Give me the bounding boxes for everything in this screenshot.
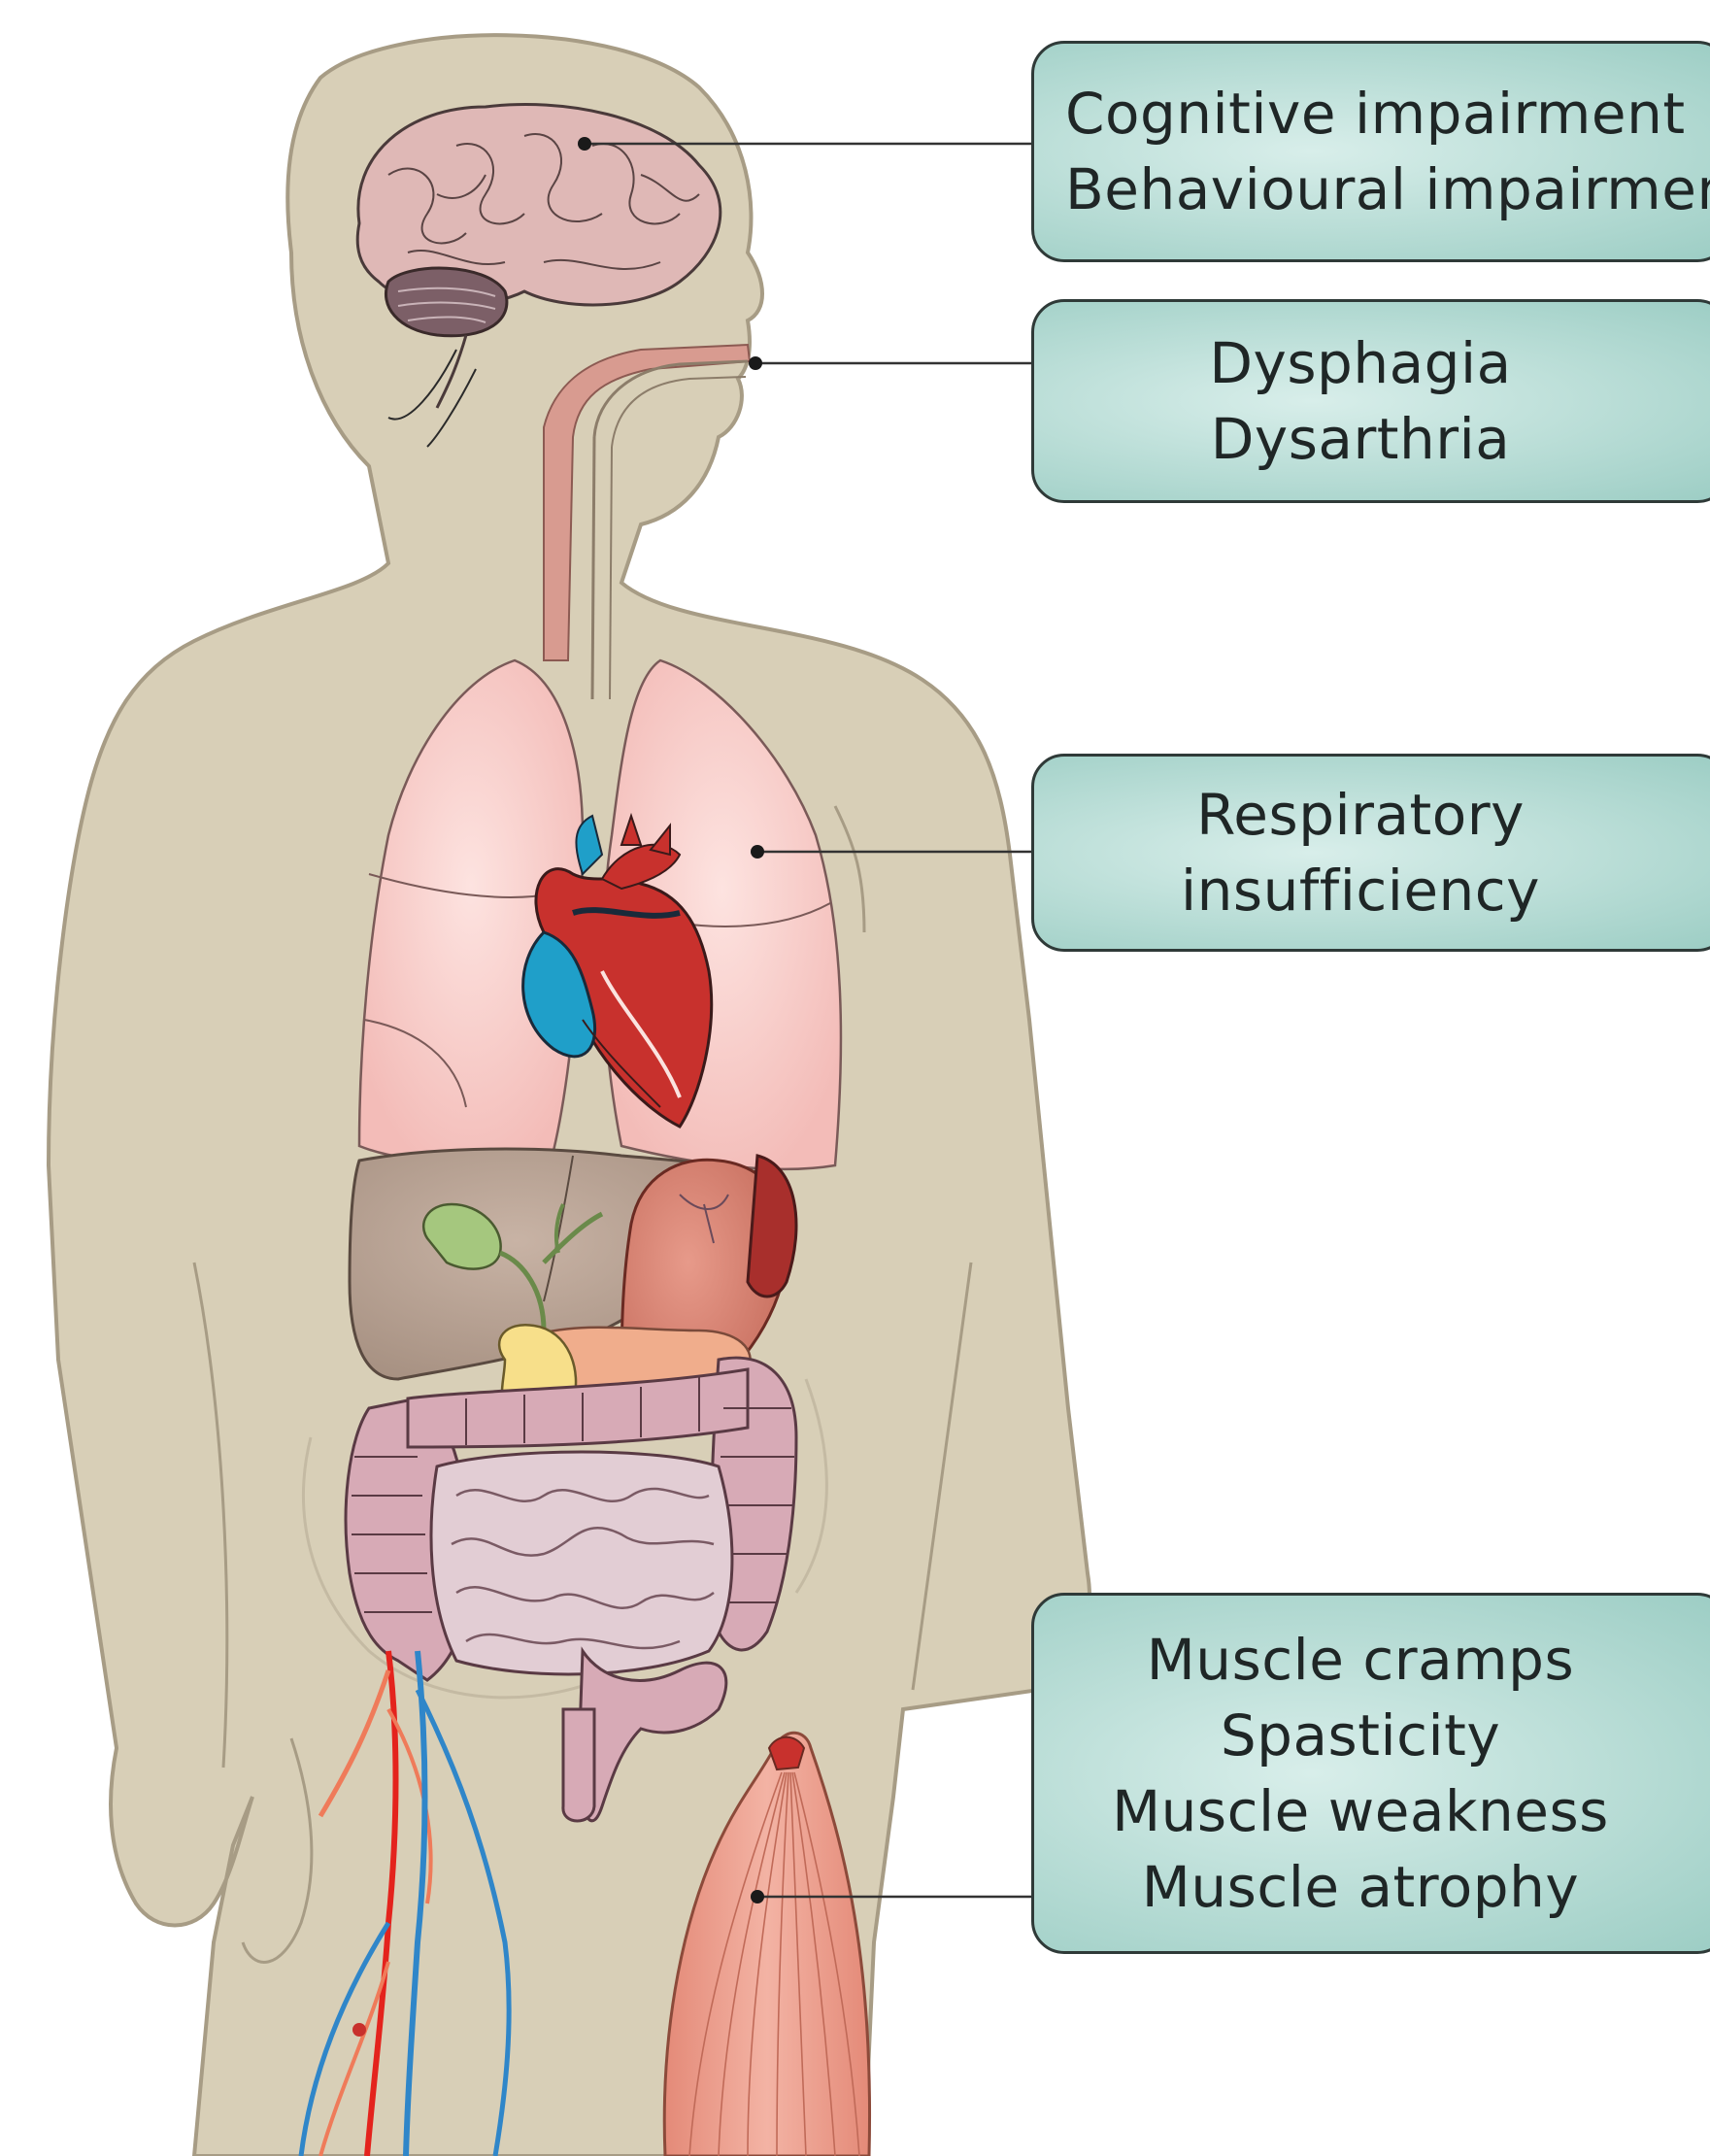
label-muscle-cramps: Muscle cramps <box>1044 1622 1677 1698</box>
muscle-symptoms-box: Muscle cramps Spasticity Muscle weakness… <box>1031 1593 1710 1954</box>
label-dysarthria: Dysarthria <box>1044 401 1677 477</box>
label-muscle-weakness: Muscle weakness <box>1044 1773 1677 1849</box>
cognitive-symptoms-box: Cognitive impairment Behavioural impairm… <box>1031 41 1710 262</box>
label-respiratory: Respiratory <box>1044 777 1677 853</box>
label-muscle-atrophy: Muscle atrophy <box>1044 1849 1677 1925</box>
label-insufficiency: insufficiency <box>1044 853 1677 928</box>
bulbar-symptoms-box: Dysphagia Dysarthria <box>1031 299 1710 503</box>
label-dysphagia: Dysphagia <box>1044 325 1677 401</box>
respiratory-symptoms-box: Respiratory insufficiency <box>1031 754 1710 952</box>
label-spasticity: Spasticity <box>1044 1698 1677 1773</box>
body-silhouette <box>49 35 1090 2156</box>
label-cognitive-impairment: Cognitive impairment <box>1044 76 1677 152</box>
label-behavioural-impairment: Behavioural impairment <box>1044 152 1677 227</box>
